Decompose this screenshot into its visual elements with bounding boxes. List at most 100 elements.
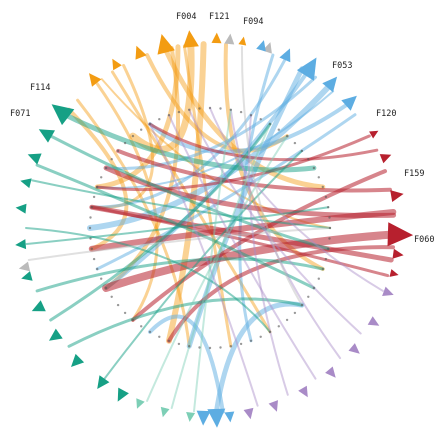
node-dot (188, 345, 191, 348)
node-dot (104, 166, 108, 170)
arrowhead (348, 343, 360, 354)
node-label-f053: F053 (332, 61, 352, 71)
flow-link-53 (193, 108, 232, 413)
arrowhead (389, 269, 399, 277)
flow-link-7 (67, 107, 129, 251)
arrowhead (160, 406, 170, 418)
arrowhead (279, 48, 291, 63)
arrowhead (15, 203, 27, 214)
node-dot (307, 295, 310, 298)
node-dots-layer (88, 106, 332, 350)
arrowhead (157, 34, 175, 55)
node-dot (239, 342, 243, 346)
arrowhead (243, 407, 254, 420)
node-dot (158, 118, 161, 121)
arrowhead (196, 410, 211, 426)
arrowhead (20, 178, 32, 189)
flow-link-45 (209, 107, 384, 292)
node-dot (148, 330, 152, 334)
arrowhead (51, 104, 75, 126)
flow-link-27 (103, 165, 397, 218)
node-dot (188, 108, 191, 112)
flow-link-44 (31, 179, 331, 229)
arrowhead (392, 248, 404, 259)
arrowheads-layer (15, 30, 414, 428)
arrowhead (21, 271, 33, 281)
node-dot (277, 325, 280, 328)
arrowhead (296, 57, 317, 81)
flow-link-42 (103, 149, 303, 380)
arrowhead (379, 154, 392, 164)
node-dot (140, 128, 143, 131)
node-dot (123, 141, 127, 145)
node-dot (312, 166, 316, 170)
node-dot (116, 149, 120, 153)
node-dot (285, 318, 289, 322)
node-dot (249, 114, 253, 117)
flow-link-30 (167, 245, 395, 343)
node-dot (300, 149, 304, 153)
node-label-f114: F114 (30, 83, 50, 93)
arrowhead (27, 153, 42, 165)
node-label-f121: F121 (209, 12, 229, 22)
arrowhead (387, 222, 414, 247)
links-layer (25, 41, 398, 415)
flow-link-49 (247, 114, 289, 396)
node-dot (148, 122, 152, 126)
flow-link-50 (149, 123, 259, 407)
arrowhead (298, 385, 308, 398)
node-dot (110, 295, 113, 298)
flow-link-54 (240, 45, 303, 307)
node-dot (198, 346, 201, 349)
node-dot (123, 311, 127, 315)
arrowhead (238, 36, 247, 46)
arrowhead (382, 286, 394, 296)
arrowhead (224, 411, 235, 423)
node-dot (96, 267, 99, 271)
flow-link-38 (67, 297, 304, 348)
arrowhead (367, 316, 380, 326)
node-dot (317, 176, 320, 179)
node-dot (167, 114, 171, 117)
flow-link-47 (229, 108, 342, 360)
node-dot (259, 335, 262, 338)
arrowhead (256, 40, 266, 52)
flow-link-21 (148, 314, 225, 414)
arrowhead (183, 30, 199, 48)
flow-link-33 (90, 205, 390, 278)
flow-link-52 (146, 135, 289, 402)
flow-link-46 (188, 108, 362, 335)
node-dot (268, 330, 272, 334)
flow-link-24 (96, 90, 335, 189)
node-dot (293, 311, 297, 315)
arrowhead (31, 300, 46, 312)
flow-link-39 (25, 206, 330, 245)
node-dot (307, 158, 310, 161)
arrowhead (224, 33, 235, 45)
arrowhead (369, 130, 379, 139)
arrowhead (49, 328, 63, 341)
arrowhead (341, 95, 357, 111)
node-dot (177, 110, 181, 114)
flow-link-6 (163, 47, 326, 190)
arrowhead (71, 353, 85, 367)
arrowhead (268, 400, 278, 412)
node-dot (229, 345, 232, 348)
node-dot (259, 118, 262, 121)
node-dot (89, 237, 92, 240)
node-dot (249, 339, 253, 342)
node-dot (92, 257, 96, 261)
arrowhead (97, 375, 110, 389)
node-dot (158, 335, 161, 338)
node-label-f004: F004 (176, 12, 196, 22)
node-dot (300, 303, 304, 307)
arrowhead (135, 45, 147, 60)
arrowhead (38, 129, 55, 143)
node-dot (293, 141, 297, 145)
flow-link-55 (27, 227, 331, 261)
arrowhead (322, 76, 338, 93)
flow-link-35 (62, 112, 317, 173)
flow-link-18 (148, 102, 349, 155)
node-dot (140, 325, 143, 328)
